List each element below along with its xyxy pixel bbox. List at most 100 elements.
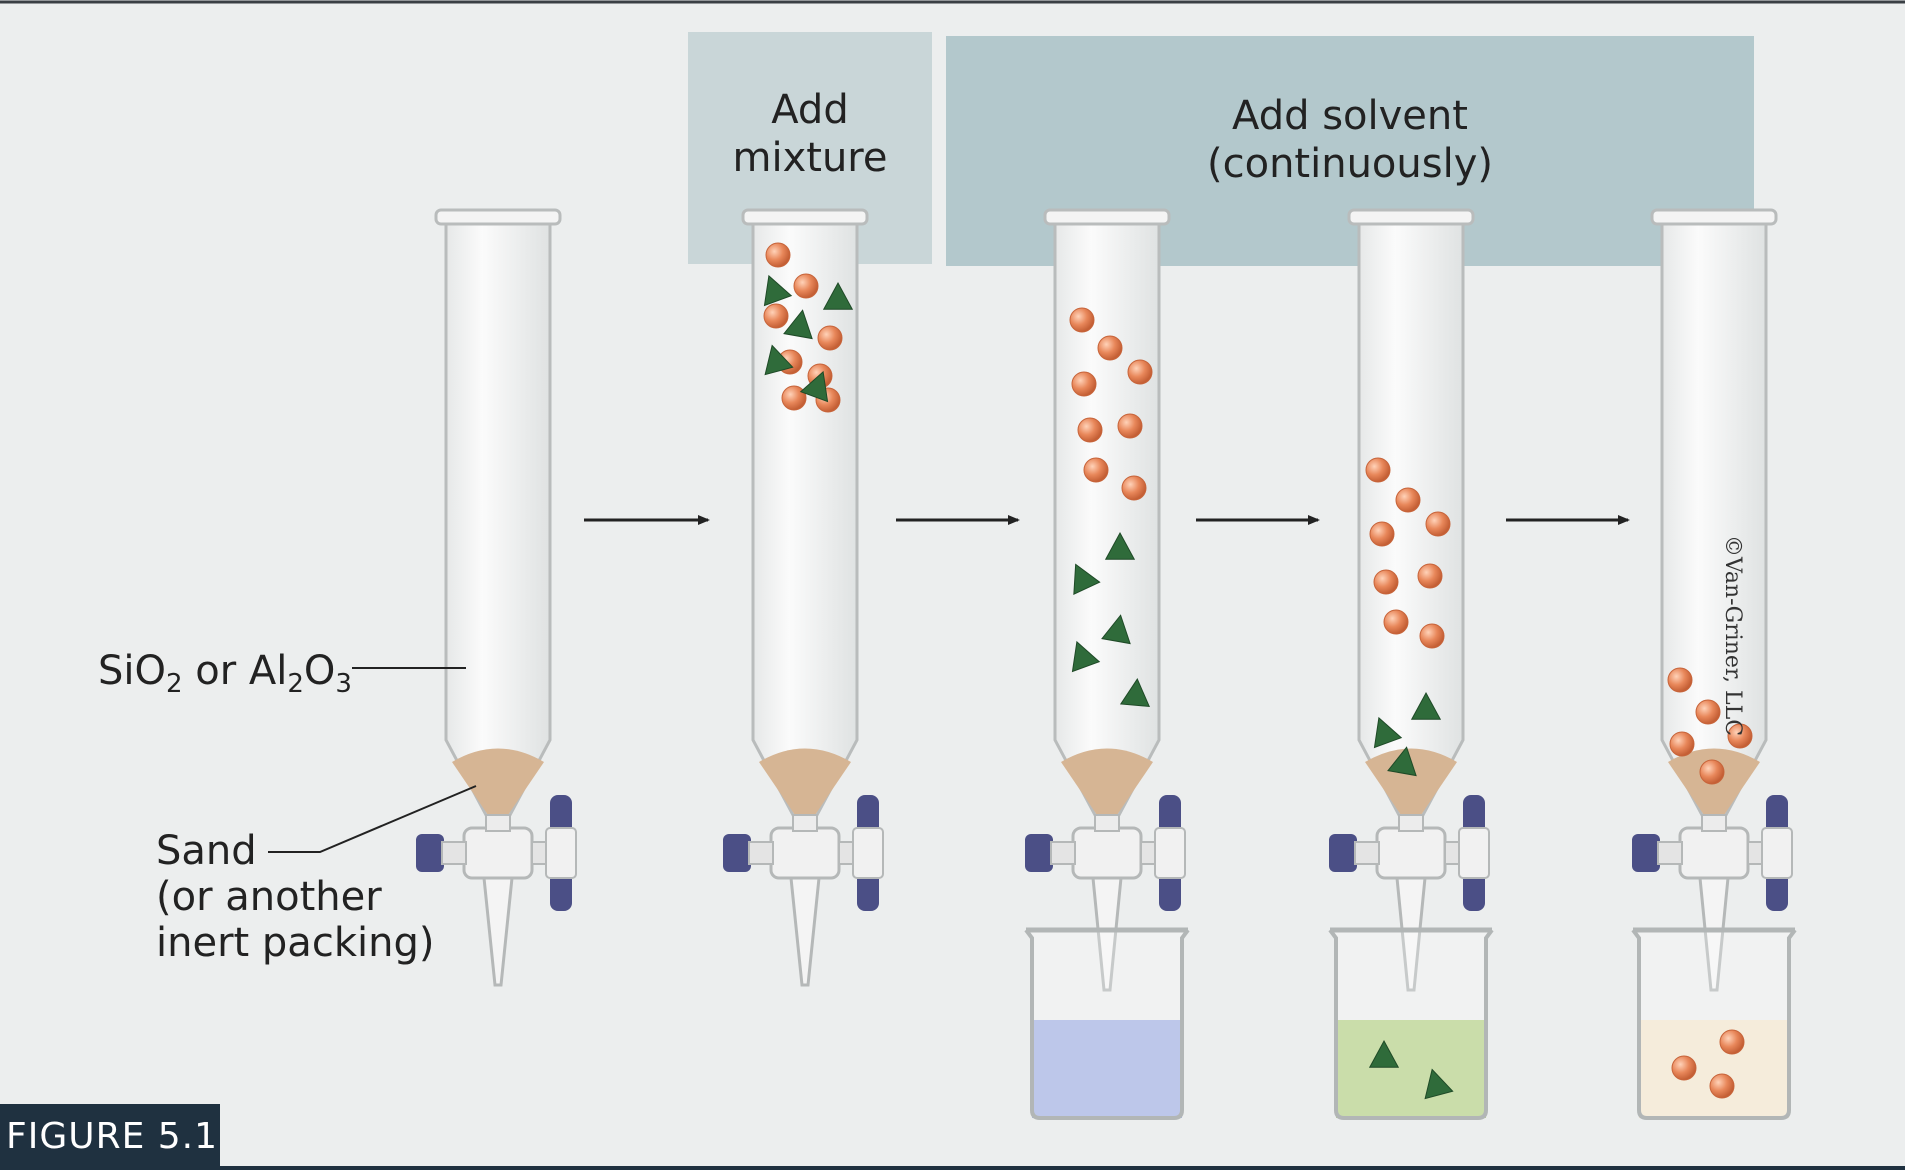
add-mixture-line-2: mixture xyxy=(732,135,888,181)
stopcock-body xyxy=(1375,826,1447,880)
green-triangle xyxy=(783,309,813,340)
alumina-subscript-al: 2 xyxy=(287,669,304,699)
stopcock-body xyxy=(1678,826,1750,880)
orange-sphere xyxy=(1669,731,1695,757)
green-triangle xyxy=(822,281,854,310)
orange-sphere xyxy=(1127,359,1153,385)
add-solvent-line-2: (continuously) xyxy=(1207,141,1493,187)
copyright-note: ©Van-Griner, LLC xyxy=(1720,535,1745,737)
orange-sphere xyxy=(1097,335,1123,361)
column-tip xyxy=(1395,876,1427,992)
stopcock-left-stem xyxy=(1050,841,1076,865)
stopcock-left-stem xyxy=(1657,841,1683,865)
column-rim xyxy=(434,208,562,226)
stopcock-left-stem xyxy=(441,841,467,865)
stopcock-left-knob xyxy=(1632,834,1660,872)
column-tip xyxy=(789,876,821,987)
stopcock-body xyxy=(769,826,841,880)
silica-subscript: 2 xyxy=(166,669,183,699)
stopcock-left-stem xyxy=(1354,841,1380,865)
orange-sphere-in-beaker xyxy=(1719,1029,1745,1055)
beaker-glass xyxy=(1024,928,1190,1120)
orange-sphere xyxy=(1121,475,1147,501)
add-mixture-line-1: Add xyxy=(771,87,849,133)
orange-sphere xyxy=(1071,371,1097,397)
green-triangle xyxy=(799,370,829,403)
column-5 xyxy=(1632,208,1793,992)
column-rim xyxy=(1347,208,1475,226)
sand-label: Sand (or another inert packing) xyxy=(156,828,456,966)
beaker-liquid xyxy=(1336,1020,1486,1118)
sand-layer xyxy=(1365,748,1457,815)
orange-sphere xyxy=(1083,457,1109,483)
green-triangle xyxy=(763,274,793,307)
green-triangle xyxy=(1101,614,1131,645)
stopcock-left-knob xyxy=(416,834,444,872)
orange-sphere xyxy=(1069,307,1095,333)
stopcock-handle-collar xyxy=(1761,827,1793,879)
orange-sphere xyxy=(1667,667,1693,693)
beaker-green-eluent xyxy=(1328,927,1494,1120)
orange-sphere xyxy=(1699,759,1725,785)
green-triangle xyxy=(1410,691,1442,720)
orange-sphere xyxy=(817,325,843,351)
add-solvent-line-1: Add solvent xyxy=(1232,93,1468,139)
stopcock-handle-collar xyxy=(1154,827,1186,879)
stopcock-body xyxy=(462,826,534,880)
green-triangle xyxy=(1104,531,1136,560)
stopcock-handle-collar xyxy=(852,827,884,879)
orange-sphere xyxy=(1417,563,1443,589)
sand-leader xyxy=(268,785,477,853)
beaker-liquid xyxy=(1639,1020,1789,1118)
orange-sphere xyxy=(1425,511,1451,537)
sand-layer xyxy=(759,748,851,815)
column-rim xyxy=(1650,208,1778,226)
stopcock-handle-collar xyxy=(1458,827,1490,879)
stopcock-body xyxy=(1071,826,1143,880)
orange-sphere xyxy=(1077,417,1103,443)
orange-sphere-in-beaker xyxy=(1709,1073,1735,1099)
orange-sphere xyxy=(1395,487,1421,513)
orange-sphere xyxy=(1369,521,1395,547)
stopcock-left-knob xyxy=(1329,834,1357,872)
stopcock-handle-collar xyxy=(545,827,577,879)
column-4 xyxy=(1329,208,1490,992)
stationary-phase-label: SiO2 or Al2O3 xyxy=(98,648,352,707)
stopcock-neck xyxy=(1398,814,1424,832)
alumina-subscript-o: 3 xyxy=(335,669,352,699)
orange-sphere xyxy=(765,242,791,268)
column-tip xyxy=(1091,876,1123,992)
stopcock-left-stem xyxy=(748,841,774,865)
column-tube xyxy=(444,220,552,817)
orange-sphere-in-beaker xyxy=(1671,1055,1697,1081)
beaker-liquid xyxy=(1032,1020,1182,1118)
orange-sphere xyxy=(1419,623,1445,649)
column-rim xyxy=(741,208,869,226)
stopcock-neck xyxy=(485,814,511,832)
orange-sphere xyxy=(781,385,807,411)
orange-sphere xyxy=(1727,723,1753,749)
green-triangle xyxy=(1373,716,1403,749)
green-triangle-in-beaker xyxy=(1424,1068,1454,1100)
green-triangle xyxy=(1071,640,1101,673)
stopcock-left-knob xyxy=(723,834,751,872)
column-tube xyxy=(1660,220,1768,817)
green-triangle xyxy=(1073,563,1101,596)
orange-sphere xyxy=(1117,413,1143,439)
figure-tag: FIGURE 5.1 xyxy=(0,1104,220,1170)
orange-sphere xyxy=(793,273,819,299)
stopcock-neck xyxy=(1701,814,1727,832)
stopcock-neck xyxy=(792,814,818,832)
column-1 xyxy=(416,208,577,987)
column-rim xyxy=(1043,208,1171,226)
column-3 xyxy=(1025,208,1186,992)
orange-sphere xyxy=(1383,609,1409,635)
alumina-text: or Al xyxy=(182,648,288,694)
stopcock-neck xyxy=(1094,814,1120,832)
column-tip xyxy=(482,876,514,987)
column-tip xyxy=(1698,876,1730,992)
sand-layer xyxy=(452,748,544,815)
green-triangle xyxy=(1119,678,1151,708)
orange-sphere xyxy=(763,303,789,329)
